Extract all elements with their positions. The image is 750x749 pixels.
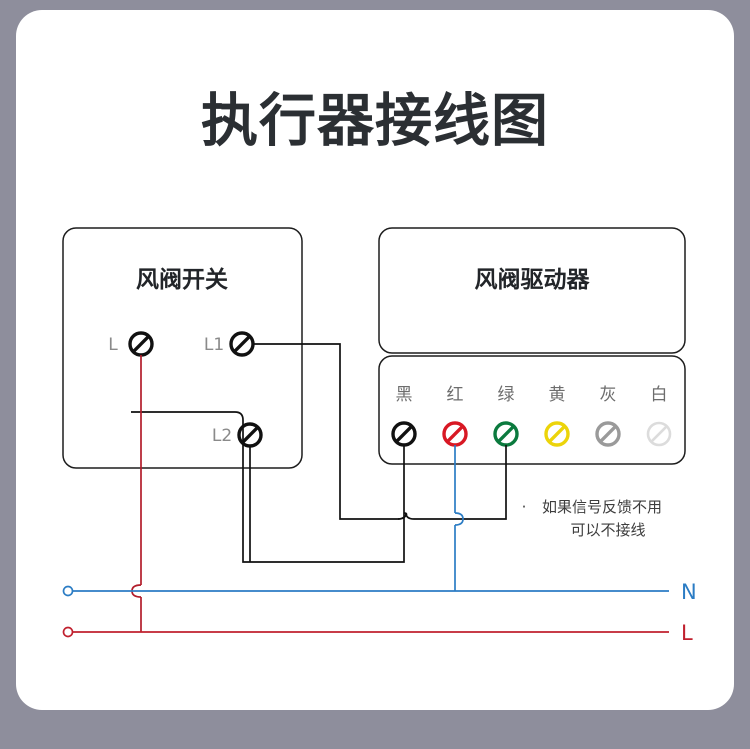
note-bullet: · xyxy=(522,498,527,516)
bus-live-endpoint xyxy=(62,626,74,638)
note-line-2: 可以不接线 xyxy=(570,521,645,539)
terminal-gray-label: 灰 xyxy=(600,385,617,405)
page-title: 执行器接线图 xyxy=(201,88,549,154)
terminal-L1-icon xyxy=(229,331,255,357)
wire-L1-to-black-seg1 xyxy=(253,343,398,520)
terminal-black-icon xyxy=(391,421,417,447)
terminal-green-icon xyxy=(493,421,519,447)
wire-black-to-L2-run xyxy=(242,445,405,563)
wire-L2-corner xyxy=(131,411,244,446)
bus-neutral-endpoint xyxy=(62,585,74,597)
note-line-1: 如果信号反馈不用 xyxy=(542,498,662,516)
terminal-red-label: 红 xyxy=(447,385,464,405)
terminal-gray-icon xyxy=(595,421,621,447)
wire-hop-2 xyxy=(454,512,464,526)
terminal-L1-label: L1 xyxy=(204,335,224,355)
terminal-white-group[interactable]: 白 xyxy=(646,385,672,447)
terminal-yellow-icon xyxy=(544,421,570,447)
bus-neutral-label: N xyxy=(681,580,697,604)
terminal-yellow-group[interactable]: 黄 xyxy=(544,385,570,447)
switch-box-title: 风阀开关 xyxy=(136,266,228,293)
terminal-red-group[interactable]: 红 xyxy=(442,385,468,447)
terminal-L-icon xyxy=(128,331,154,357)
terminal-L2-label: L2 xyxy=(212,426,232,446)
switch-box xyxy=(62,227,303,469)
bus-live-label: L xyxy=(681,621,693,645)
terminal-green-label: 绿 xyxy=(498,385,515,405)
wire-L1-to-black-seg2 xyxy=(397,512,498,520)
terminal-white-label: 白 xyxy=(651,385,668,405)
terminal-red-icon xyxy=(442,421,468,447)
wire-L1-to-green xyxy=(498,445,507,520)
actuator-terminal-strip xyxy=(378,355,686,465)
terminal-white-icon xyxy=(646,421,672,447)
terminal-yellow-label: 黄 xyxy=(549,385,566,405)
terminal-black-label: 黑 xyxy=(396,385,413,405)
actuator-box-title: 风阀驱动器 xyxy=(475,267,591,293)
terminal-gray-group[interactable]: 灰 xyxy=(595,385,621,447)
terminal-L-label: L xyxy=(108,335,118,355)
actuator-box xyxy=(378,227,686,354)
